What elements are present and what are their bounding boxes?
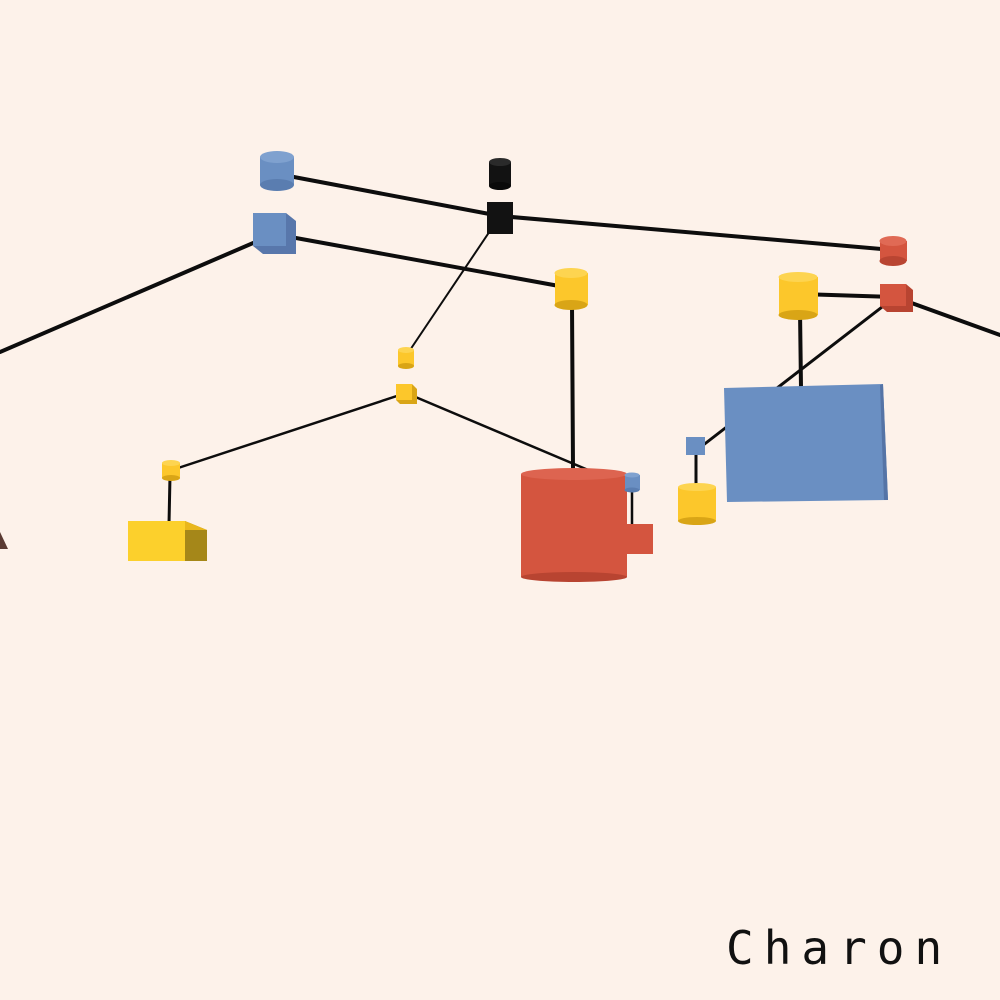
small-yellow-cylinder-node (162, 460, 180, 481)
partial-cone-node (0, 532, 8, 549)
yellow-box-node (128, 521, 207, 561)
link-line (0, 232, 276, 354)
black-cube-node (487, 202, 513, 234)
yellow-cylinder-node (554, 268, 588, 310)
node-shapes (0, 151, 913, 582)
link-line (170, 391, 408, 472)
blue-cylinder-node (260, 151, 294, 191)
red-cube-node (880, 284, 913, 312)
small-blue-cube-node (686, 437, 705, 455)
yellow-cylinder-node (778, 272, 818, 320)
scene-title: Charon (726, 921, 953, 975)
black-cylinder-node (489, 158, 511, 190)
link-line (498, 214, 895, 252)
small-blue-cylinder-node (624, 472, 640, 493)
blue-cube-node (253, 213, 296, 254)
small-yellow-cylinder-node (398, 347, 414, 369)
large-red-cylinder-node (521, 468, 627, 582)
small-red-cube-node (626, 524, 653, 554)
link-line (798, 308, 803, 390)
red-cylinder-node (879, 236, 907, 266)
link-line (167, 474, 172, 526)
link-line (276, 172, 502, 218)
link-line (272, 232, 572, 290)
yellow-cylinder-node (678, 483, 716, 525)
link-line (570, 302, 575, 470)
link-line (404, 391, 602, 477)
link-line (405, 215, 501, 357)
small-yellow-cube-node (396, 384, 417, 404)
large-blue-slab-node (724, 384, 888, 502)
